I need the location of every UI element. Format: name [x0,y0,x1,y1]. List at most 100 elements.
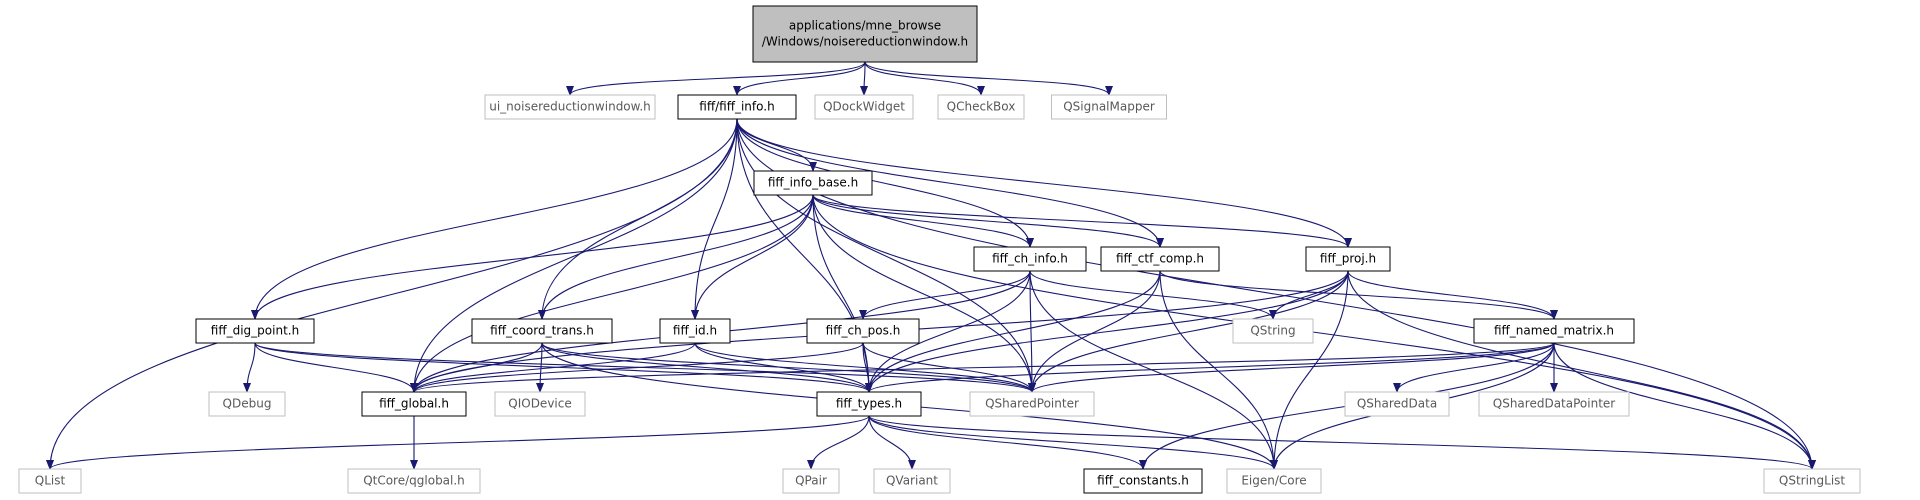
edge-fiff_ctf_comp-to-fiff_named_matrix [1159,270,1558,320]
edge-fiff_named_matrix-to-qshareddata [1393,342,1555,393]
node-label: QString [1250,324,1295,338]
node-box [969,391,1095,417]
edge-fiff_named_matrix-to-qstringlist [1553,342,1816,470]
node-fiff-ch-info[interactable]: fiff_ch_info.h [973,246,1087,272]
edge-fiff_info_base-to-qsharedpointer [812,194,1036,393]
node-label: fiff_named_matrix.h [1494,324,1614,338]
node-box [973,246,1087,272]
node-box [494,391,586,417]
node-box [1100,246,1220,272]
node-label: fiff_global.h [379,397,449,411]
node-box [782,468,840,494]
node-qtcore-qglobal: QtCore/qglobal.h [347,468,481,494]
edge-fiff_id-to-fiff_global [410,342,696,393]
edge-fiff_proj-to-qsharedpointer [1028,270,1349,393]
node-qcheckbox: QCheckBox [937,94,1025,120]
edge-fiff_ctf_comp-to-fiff_types [865,270,1161,393]
edge-fiff_proj-to-eigen_core [1270,270,1349,470]
node-label: applications/mne_browse [789,19,941,33]
edge-fiff_info_base-to-fiff_ch_info [812,194,1034,248]
node-box [1083,468,1203,494]
edge-fiff_dig_point-to-fiff_global [254,342,418,393]
node-label: fiff_id.h [673,324,717,338]
node-qshareddatapointer: QSharedDataPointer [1478,391,1630,417]
node-root[interactable]: applications/mne_browse/Windows/noisered… [752,5,978,63]
node-qvariant: QVariant [873,468,951,494]
node-fiff-info-base[interactable]: fiff_info_base.h [753,170,873,196]
edge-fiff_named_matrix-to-fiff_global [410,342,1555,393]
edge-root-to-qcheckbox [864,61,985,96]
edge-fiff_named_matrix-to-fiff_types [865,342,1555,393]
node-box [816,391,922,417]
node-box [208,391,286,417]
node-label: QDockWidget [823,100,905,114]
edge-fiff_dig_point-to-qdebug [243,342,256,393]
node-ui-nrw: ui_noisereductionwindow.h [484,94,656,120]
edge-root-to-qdockwidget [860,61,869,96]
node-label: fiff_ctf_comp.h [1116,252,1204,266]
node-box [18,468,82,494]
node-box [484,94,656,120]
edge-fiff_coord_trans-to-fiff_global [410,342,543,393]
edge-fiff_types-to-eigen_core [868,415,1278,470]
node-box [1478,391,1630,417]
edges-layer [46,61,1816,470]
node-fiff-ctf-comp[interactable]: fiff_ctf_comp.h [1100,246,1220,272]
node-fiff-constants[interactable]: fiff_constants.h [1083,468,1203,494]
edge-fiff_info-to-fiff_ch_info [736,118,1034,248]
node-box [659,318,731,344]
node-fiff-global[interactable]: fiff_global.h [361,391,467,417]
node-label: QVariant [886,474,938,488]
edge-fiff_id-to-qsharedpointer [694,342,1036,393]
node-label: Eigen/Core [1241,474,1306,488]
node-label: fiff_coord_trans.h [490,324,594,338]
node-box [873,468,951,494]
node-qiodevice: QIODevice [494,391,586,417]
edge-fiff_ctf_comp-to-eigen_core [1159,270,1278,470]
node-fiff-proj[interactable]: fiff_proj.h [1305,246,1391,272]
node-fiff-dig-point[interactable]: fiff_dig_point.h [195,318,315,344]
edge-fiff_info_base-to-fiff_ctf_comp [812,194,1164,248]
edge-fiff_proj-to-fiff_named_matrix [1347,270,1558,320]
node-box [753,170,873,196]
edge-fiff_ch_pos-to-qsharedpointer [862,342,1036,393]
node-fiff-coord-trans[interactable]: fiff_coord_trans.h [471,318,613,344]
edge-fiff_info_base-to-fiff_types [812,194,873,393]
node-label: fiff_types.h [836,397,902,411]
node-qstring: QString [1232,318,1314,344]
edge-fiff_ch_info-to-fiff_types [865,270,1031,393]
node-fiff-ch-pos[interactable]: fiff_ch_pos.h [806,318,920,344]
node-box [471,318,613,344]
node-qsignalmapper: QSignalMapper [1051,94,1167,120]
node-fiff-id[interactable]: fiff_id.h [659,318,731,344]
edge-fiff_ch_info-to-fiff_ch_pos [859,270,1031,320]
edge-fiff_id-to-fiff_types [694,342,873,393]
nodes-layer: applications/mne_browse/Windows/noisered… [18,5,1861,494]
edge-fiff_info_base-to-fiff_dig_point [251,194,814,320]
node-label: QStringList [1779,474,1846,488]
edge-fiff_proj-to-qstring [1269,270,1349,320]
edge-fiff_proj-to-qstringlist [1347,270,1816,470]
edge-fiff_named_matrix-to-qsharedpointer [1028,342,1555,393]
node-fiff-types[interactable]: fiff_types.h [816,391,922,417]
node-box [1232,318,1314,344]
node-label: QList [35,474,66,488]
node-box [814,94,914,120]
node-label: fiff/fiff_info.h [699,100,774,114]
edge-fiff_info-to-fiff_id [691,118,738,320]
edge-fiff_info-to-fiff_global [410,118,738,393]
edge-fiff_info_base-to-fiff_coord_trans [538,194,814,320]
node-fiff-named-matrix[interactable]: fiff_named_matrix.h [1473,318,1635,344]
edge-fiff_info-to-qsharedpointer [736,118,1036,393]
node-box [195,318,315,344]
node-eigen-core: Eigen/Core [1226,468,1322,494]
node-label: fiff_constants.h [1097,474,1189,488]
node-fiff-info[interactable]: fiff/fiff_info.h [677,94,797,120]
node-box [1344,391,1450,417]
node-box [752,5,978,63]
node-box [1305,246,1391,272]
node-box [806,318,920,344]
edge-fiff_coord_trans-to-fiff_types [541,342,873,393]
node-label: fiff_ch_info.h [992,252,1068,266]
